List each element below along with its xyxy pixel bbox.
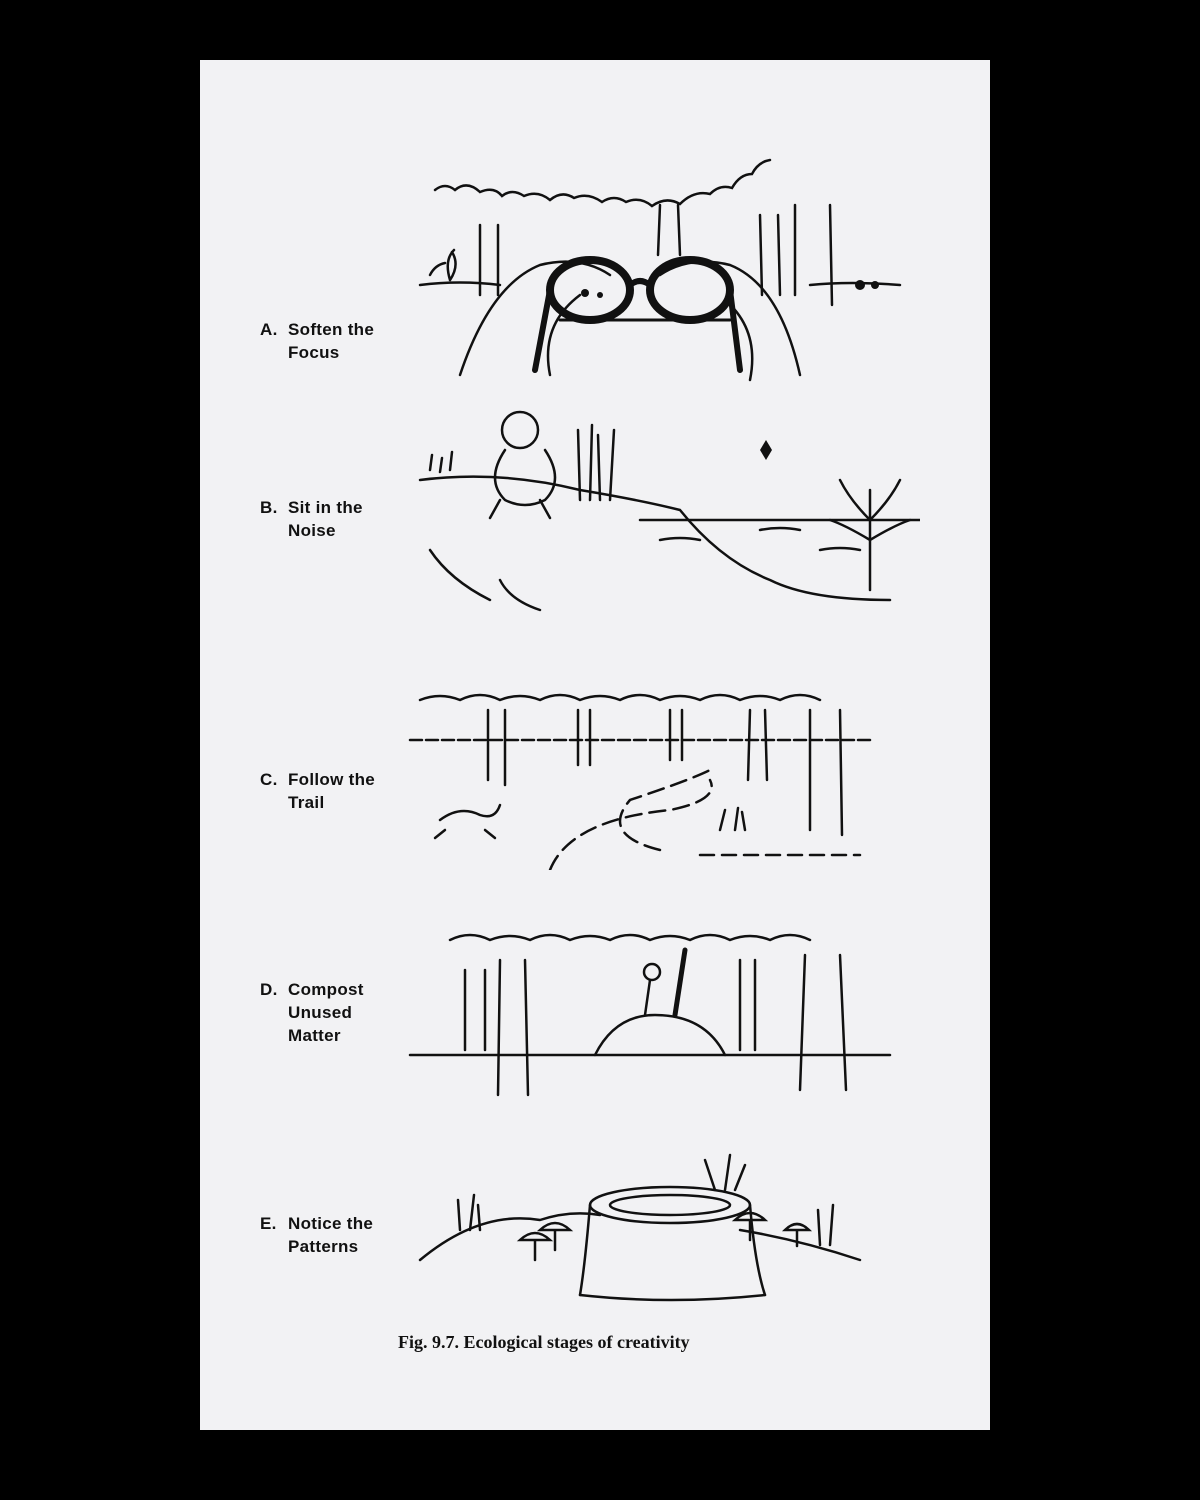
- child-by-pond-drawing: [418, 410, 920, 612]
- trail-through-trees-drawing: [408, 693, 872, 870]
- stage-c-label: C. Follow the Trail: [260, 768, 420, 814]
- stage-d-letter: D.: [260, 980, 278, 999]
- stage-a-line1: Soften the: [288, 320, 375, 339]
- stage-b-label: B. Sit in the Noise: [260, 496, 420, 542]
- compost-heap-drawing: [408, 933, 892, 1097]
- stage-c-letter: C.: [260, 770, 278, 789]
- stage-d-label: D. Compost Unused Matter: [260, 978, 420, 1047]
- stage-b-letter: B.: [260, 498, 278, 517]
- stage-a-illustration: [400, 145, 920, 385]
- stage-e-label: E. Notice the Patterns: [260, 1212, 420, 1258]
- stage-e-illustration: [400, 1150, 920, 1310]
- stage-a-label: A. Soften the Focus: [260, 318, 420, 364]
- figure-page: A. Soften the Focus: [200, 60, 990, 1430]
- stage-e-line1: Notice the: [288, 1214, 374, 1233]
- stage-b-illustration: [400, 400, 920, 630]
- stage-a-letter: A.: [260, 320, 278, 339]
- stage-d-line3: Matter: [288, 1026, 341, 1045]
- stage-b-line2: Noise: [288, 521, 336, 540]
- stage-c-illustration: [400, 670, 920, 870]
- stage-d-illustration: [400, 920, 920, 1110]
- hands-glasses-forest-drawing: [418, 158, 902, 382]
- stage-d-line1: Compost: [288, 980, 364, 999]
- stage-a-line2: Focus: [288, 343, 340, 362]
- stage-c-line1: Follow the: [288, 770, 376, 789]
- stage-e-letter: E.: [260, 1214, 277, 1233]
- stage-b-line1: Sit in the: [288, 498, 363, 517]
- tree-stump-mushrooms-drawing: [418, 1153, 862, 1302]
- stage-c-line2: Trail: [288, 793, 325, 812]
- stage-e-line2: Patterns: [288, 1237, 359, 1256]
- figure-caption: Fig. 9.7. Ecological stages of creativit…: [398, 1332, 690, 1352]
- stage-d-line2: Unused: [288, 1003, 353, 1022]
